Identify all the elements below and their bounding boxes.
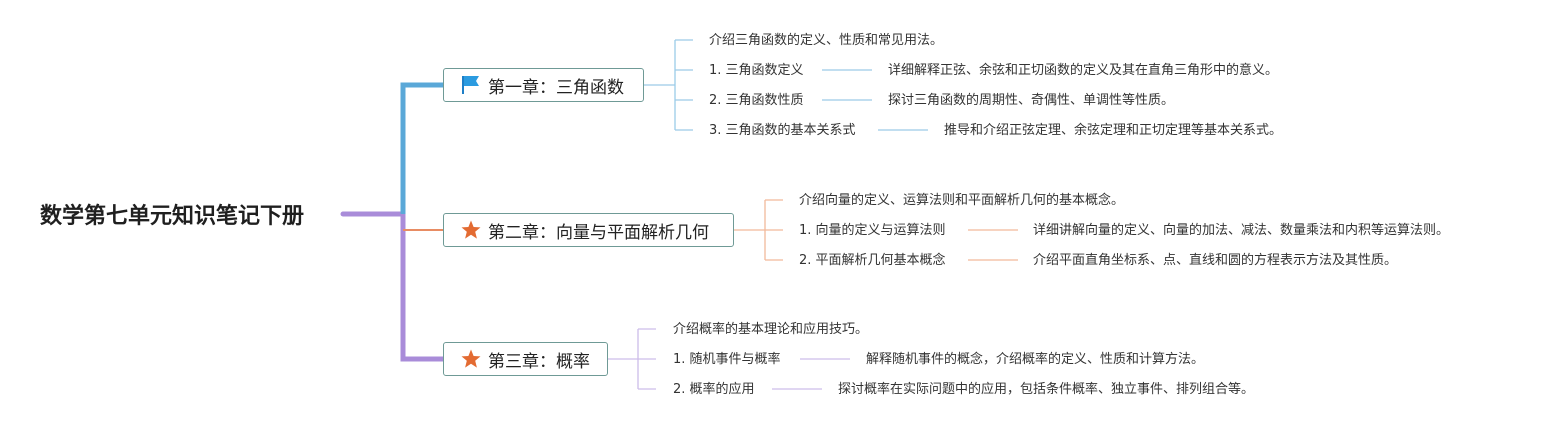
chapter-3-topic-2[interactable]: 2. 概率的应用: [673, 382, 755, 397]
chapter-1-subbranches: [644, 39, 928, 131]
orange-star-icon: [460, 219, 482, 241]
chapter-2-topic-1[interactable]: 1. 向量的定义与运算法则: [799, 223, 946, 238]
chapter-1-title: 第一章：三角函数: [488, 77, 624, 98]
branch-chapter-1: [400, 82, 443, 214]
chapter-1-intro[interactable]: 介绍三角函数的定义、性质和常见用法。: [709, 33, 944, 48]
chapter-2-node[interactable]: 第二章：向量与平面解析几何: [443, 213, 734, 247]
chapter-3-topic-2-detail[interactable]: 探讨概率在实际问题中的应用，包括条件概率、独立事件、排列组合等。: [838, 382, 1255, 397]
chapter-1-topic-2[interactable]: 2. 三角函数性质: [709, 93, 804, 108]
chapter-1-topic-1-detail[interactable]: 详细解释正弦、余弦和正切函数的定义及其在直角三角形中的意义。: [888, 63, 1279, 78]
chapter-1-topic-3[interactable]: 3. 三角函数的基本关系式: [709, 123, 856, 138]
chapter-3-topic-1[interactable]: 1. 随机事件与概率: [673, 352, 781, 367]
blue-flag-icon: [460, 74, 482, 96]
chapter-1-node[interactable]: 第一章：三角函数: [443, 68, 644, 102]
root-topic[interactable]: 数学第七单元知识笔记下册: [40, 204, 305, 229]
chapter-1-topic-2-detail[interactable]: 探讨三角函数的周期性、奇偶性、单调性等性质。: [888, 93, 1175, 108]
chapter-3-subbranches: [608, 328, 850, 390]
chapter-1-topic-3-detail[interactable]: 推导和介绍正弦定理、余弦定理和正切定理等基本关系式。: [944, 123, 1283, 138]
chapter-3-intro[interactable]: 介绍概率的基本理论和应用技巧。: [673, 322, 869, 337]
orange-star-icon: [460, 348, 482, 370]
chapter-1-topic-1[interactable]: 1. 三角函数定义: [709, 63, 804, 78]
branch-chapter-3: [400, 214, 443, 362]
chapter-3-node[interactable]: 第三章：概率: [443, 342, 608, 376]
chapter-2-subbranches: [734, 199, 1018, 261]
chapter-2-topic-2-detail[interactable]: 介绍平面直角坐标系、点、直线和圆的方程表示方法及其性质。: [1033, 253, 1398, 268]
chapter-3-topic-1-detail[interactable]: 解释随机事件的概念，介绍概率的定义、性质和计算方法。: [866, 352, 1205, 367]
chapter-2-title: 第二章：向量与平面解析几何: [488, 222, 709, 243]
chapter-2-topic-1-detail[interactable]: 详细讲解向量的定义、向量的加法、减法、数量乘法和内积等运算法则。: [1033, 223, 1450, 238]
chapter-2-topic-2[interactable]: 2. 平面解析几何基本概念: [799, 253, 946, 268]
chapter-2-intro[interactable]: 介绍向量的定义、运算法则和平面解析几何的基本概念。: [799, 193, 1125, 208]
chapter-3-title: 第三章：概率: [488, 351, 590, 372]
